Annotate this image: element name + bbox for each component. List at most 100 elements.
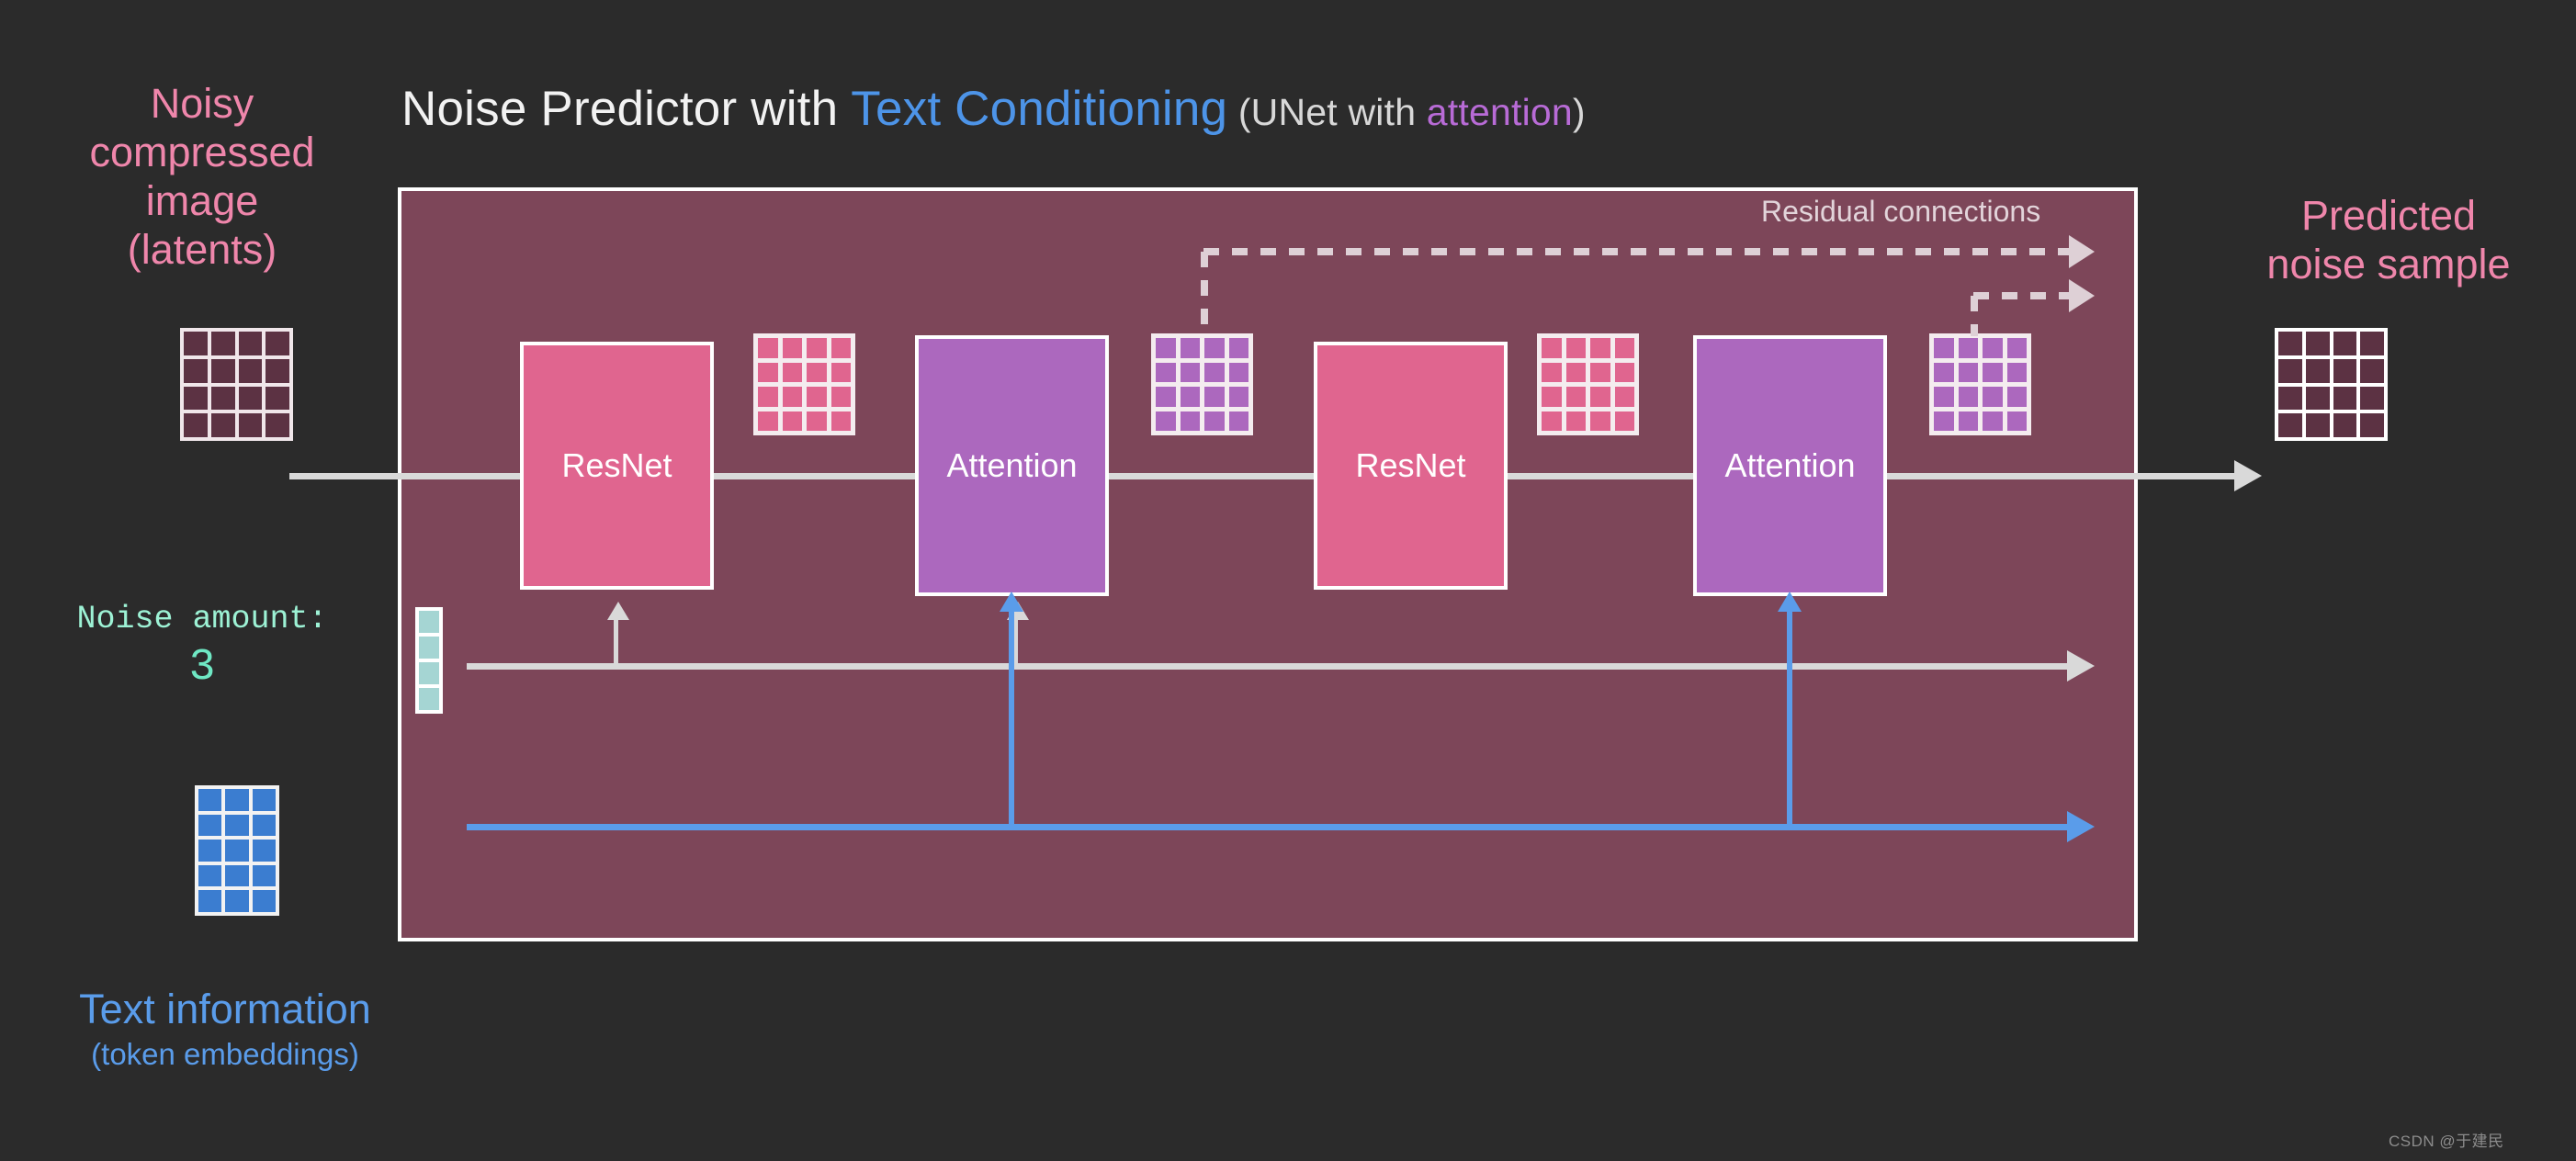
grid-cell: [238, 386, 263, 411]
grid-cell: [419, 662, 439, 684]
grid-cell: [238, 413, 263, 437]
block-resnet-1[interactable]: ResNet: [520, 342, 714, 590]
residual-1-vertical: [1201, 252, 1208, 336]
grid-cell: [1180, 338, 1200, 358]
grid-cell: [807, 362, 827, 382]
grid-cell: [1614, 362, 1634, 382]
grid-cell: [830, 338, 851, 358]
grid-cell: [1204, 338, 1225, 358]
grid-cell: [198, 814, 222, 837]
grid-cell: [1204, 387, 1225, 407]
grid-cell: [252, 890, 276, 912]
grid-cell: [1204, 411, 1225, 431]
block-resnet-2[interactable]: ResNet: [1314, 342, 1508, 590]
feature-map-grid-3-icon: [1537, 333, 1639, 435]
grid-cell: [2333, 386, 2357, 411]
text-branch-2-arrowhead: [1778, 592, 1802, 612]
page-title: Noise Predictor with Text Conditioning (…: [401, 81, 1586, 137]
noise-amount-label: Noise amount:: [76, 601, 328, 637]
grid-cell: [2333, 358, 2357, 383]
grid-cell: [1228, 338, 1248, 358]
grid-cell: [1228, 411, 1248, 431]
grid-cell: [210, 413, 235, 437]
token-embeddings-grid-icon: [195, 785, 279, 916]
grid-cell: [1590, 338, 1610, 358]
grid-cell: [198, 890, 222, 912]
grid-cell: [830, 362, 851, 382]
feature-map-grid-4-icon: [1929, 333, 2031, 435]
grid-cell: [2333, 332, 2357, 355]
grid-cell: [1614, 387, 1634, 407]
grid-cell: [1614, 338, 1634, 358]
grid-cell: [1180, 411, 1200, 431]
input-latents-label: Noisy compressed image (latents): [89, 80, 315, 274]
grid-cell: [1983, 387, 2003, 407]
grid-cell: [1156, 338, 1176, 358]
grid-cell: [2305, 413, 2330, 437]
noise-amount-strip-icon: [415, 607, 443, 714]
title-sub-close: ): [1572, 91, 1586, 133]
grid-cell: [1614, 411, 1634, 431]
grid-cell: [2360, 413, 2384, 437]
grid-cell: [1983, 411, 2003, 431]
text-branch-1: [1009, 608, 1014, 827]
grid-cell: [830, 411, 851, 431]
feature-map-grid-1-icon: [753, 333, 855, 435]
grid-cell: [782, 387, 802, 407]
grid-cell: [1983, 362, 2003, 382]
grid-cell: [2006, 411, 2027, 431]
timestep-branch-1-arrowhead: [607, 602, 629, 620]
grid-cell: [1590, 411, 1610, 431]
grid-cell: [225, 864, 249, 887]
grid-cell: [782, 411, 802, 431]
grid-cell: [210, 358, 235, 383]
grid-cell: [2006, 362, 2027, 382]
block-attention-2[interactable]: Attention: [1693, 335, 1887, 596]
grid-cell: [1542, 362, 1562, 382]
grid-cell: [758, 338, 778, 358]
grid-cell: [758, 411, 778, 431]
grid-cell: [2278, 358, 2302, 383]
grid-cell: [198, 840, 222, 862]
grid-cell: [184, 332, 208, 355]
grid-cell: [1565, 338, 1586, 358]
grid-cell: [758, 387, 778, 407]
grid-cell: [238, 332, 263, 355]
grid-cell: [252, 840, 276, 862]
grid-cell: [210, 386, 235, 411]
timestep-conditioning-line: [467, 663, 2070, 670]
grid-cell: [758, 362, 778, 382]
latent-grid-icon: [180, 328, 293, 441]
grid-cell: [2333, 413, 2357, 437]
grid-cell: [2006, 338, 2027, 358]
grid-cell: [1156, 387, 1176, 407]
grid-cell: [2305, 332, 2330, 355]
grid-cell: [1590, 362, 1610, 382]
text-branch-2: [1787, 608, 1792, 827]
feature-map-grid-2-icon: [1151, 333, 1253, 435]
grid-cell: [419, 611, 439, 633]
text-conditioning-line: [467, 824, 2070, 830]
watermark: CSDN @于建民: [2389, 1133, 2504, 1150]
grid-cell: [419, 688, 439, 710]
block-attention-1[interactable]: Attention: [915, 335, 1109, 596]
grid-cell: [1542, 411, 1562, 431]
text-information-label: Text information (token embeddings): [41, 986, 409, 1072]
text-branch-1-arrowhead: [1000, 592, 1023, 612]
grid-cell: [2360, 358, 2384, 383]
grid-cell: [1958, 362, 1978, 382]
grid-cell: [266, 386, 289, 411]
grid-cell: [1542, 338, 1562, 358]
residual-1-arrowhead: [2069, 235, 2095, 268]
residual-2-vertical: [1971, 296, 1978, 336]
grid-cell: [266, 413, 289, 437]
grid-cell: [184, 358, 208, 383]
grid-cell: [225, 789, 249, 811]
grid-cell: [225, 840, 249, 862]
grid-cell: [2278, 413, 2302, 437]
grid-cell: [1542, 387, 1562, 407]
grid-cell: [1228, 387, 1248, 407]
residual-connections-label: Residual connections: [1761, 195, 2041, 228]
main-flow-arrowhead: [2234, 460, 2262, 491]
grid-cell: [252, 789, 276, 811]
